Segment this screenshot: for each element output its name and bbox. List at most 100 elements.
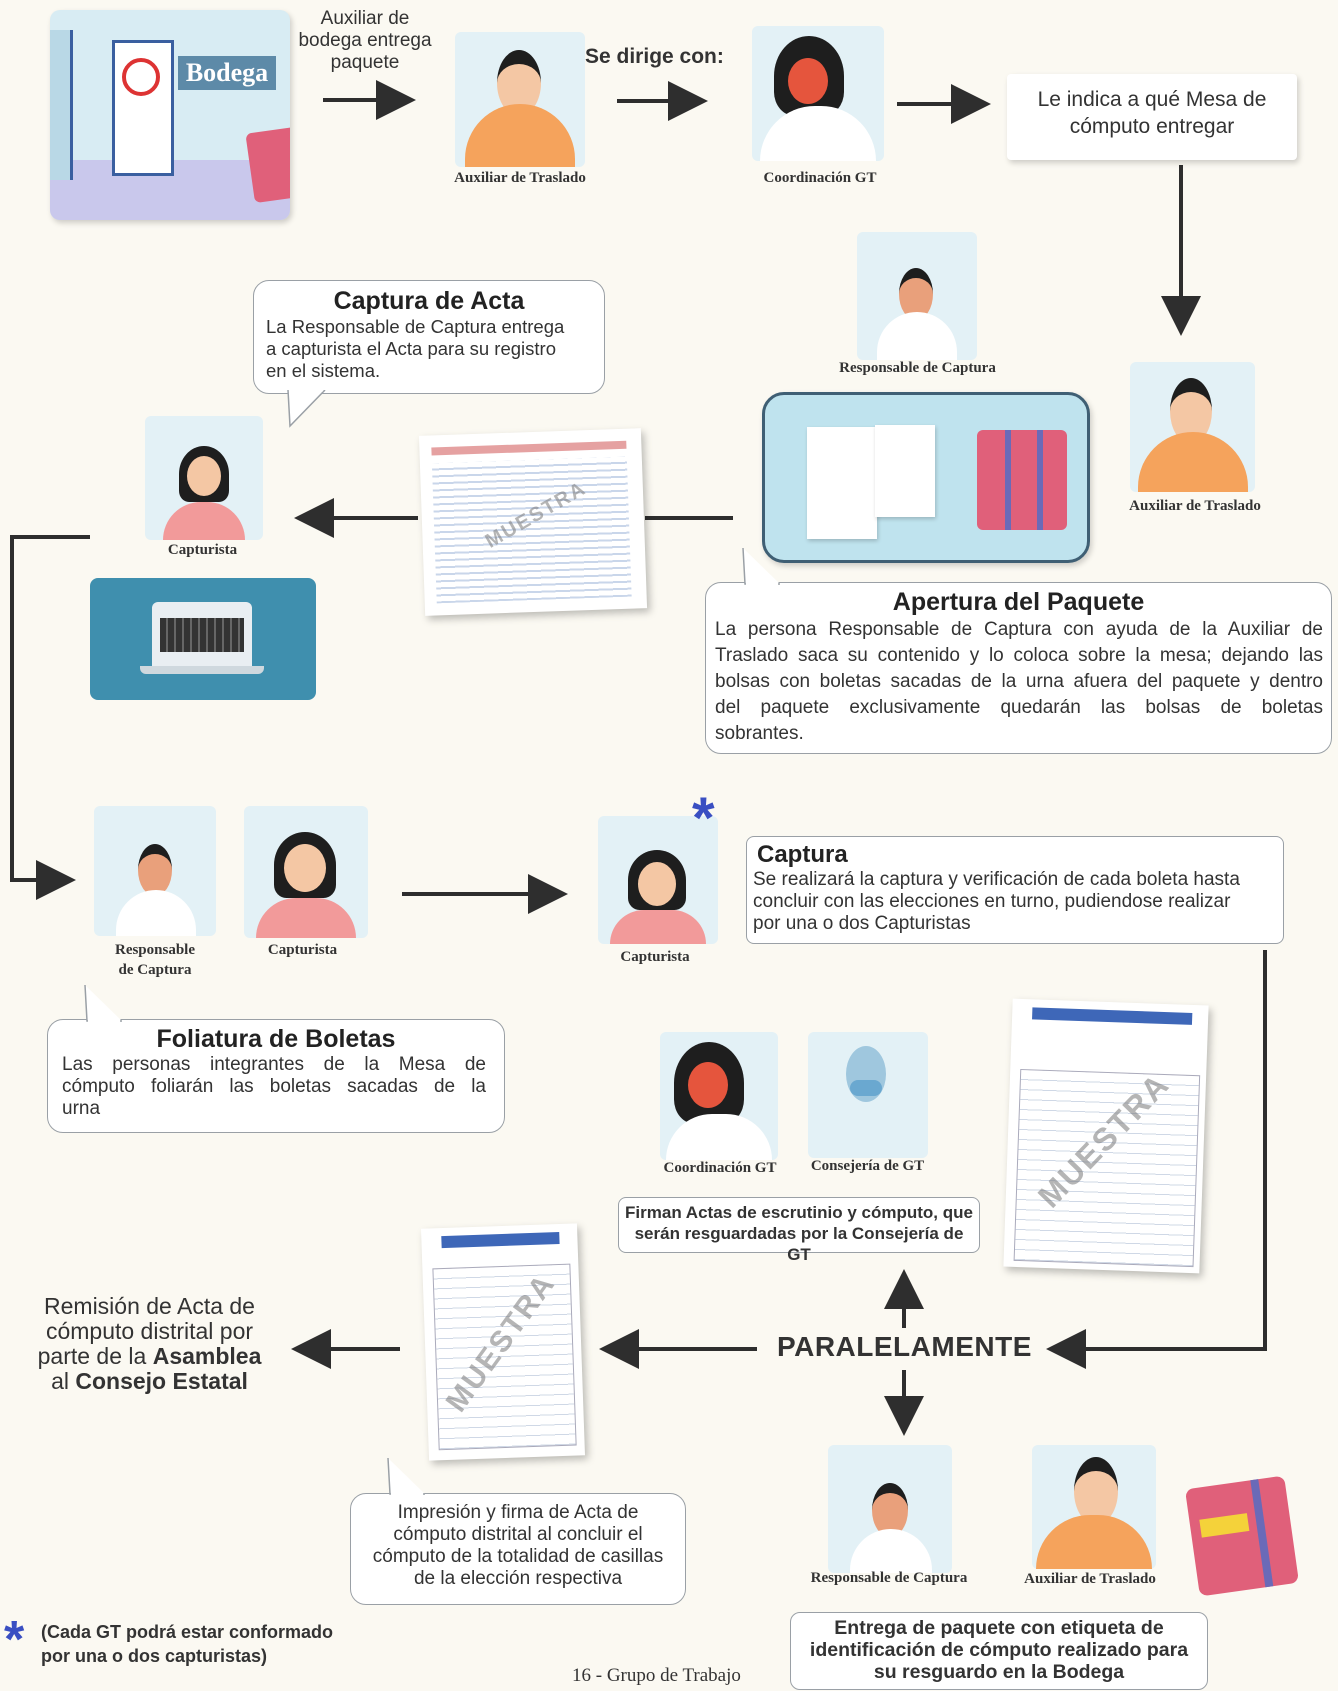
apertura-body: La persona Responsable de Captura con ay… — [715, 619, 1323, 744]
person-head — [284, 844, 326, 892]
person-card-coordinacion-gt-2 — [660, 1032, 778, 1160]
no-entry-icon — [122, 58, 160, 96]
role-label-coordinacion-gt: Coordinación GT — [763, 170, 877, 186]
person-card-auxiliar-traslado — [455, 32, 585, 167]
paquete-contents-box — [762, 392, 1090, 563]
entrega-box: Entrega de paquete con etiqueta de ident… — [790, 1612, 1208, 1690]
bodega-sign: Bodega — [178, 56, 276, 90]
person-card-responsable-captura-3 — [828, 1445, 952, 1573]
role-label-auxiliar-traslado-2: Auxiliar de Traslado — [1129, 498, 1261, 514]
acta-document-image: MUESTRA — [418, 428, 648, 616]
captura-acta-bubble: Captura de Acta La Responsable de Captur… — [253, 280, 605, 394]
person-card-auxiliar-traslado-3 — [1032, 1445, 1156, 1569]
role-label-capturista-3: Capturista — [620, 949, 690, 965]
captura-acta-title: Captura de Acta — [333, 287, 525, 315]
person-shirt — [256, 898, 356, 938]
foliatura-title: Foliatura de Boletas — [156, 1025, 396, 1053]
laptop-base — [140, 666, 264, 674]
doc-header-bar — [1032, 1007, 1193, 1025]
person-shirt — [116, 890, 196, 936]
foliatura-bubble-tail — [84, 985, 122, 1023]
remision-text: Remisión de Acta de cómputo distrital po… — [37, 1293, 262, 1394]
bodega-scene: Bodega — [50, 10, 290, 220]
package-id-label — [1199, 1513, 1250, 1538]
firman-box: Firman Actas de escrutinio y cómputo, qu… — [618, 1197, 980, 1264]
person-shirt — [163, 502, 245, 540]
person-mask — [850, 1080, 882, 1096]
apertura-bubble-tail — [742, 548, 780, 586]
package-bag-labeled-icon — [1184, 1475, 1300, 1597]
bodega-shelf — [50, 30, 73, 180]
step-indica-mesa-text: Le indica a qué Mesa de cómputo entregar — [1037, 88, 1267, 138]
impresion-bubble: Impresión y firma de Acta de cómputo dis… — [350, 1493, 686, 1605]
package-bag-icon — [977, 430, 1067, 530]
role-label-consejeria-gt: Consejería de GT — [810, 1158, 925, 1174]
role-label-capturista-2: Capturista — [267, 942, 338, 958]
arrow-capturista-loop-down — [10, 535, 90, 900]
role-label-coordinacion-gt-2: Coordinación GT — [663, 1160, 777, 1176]
bag-strap — [1250, 1479, 1274, 1588]
role-label-responsable-captura-1: Responsable de Captura — [839, 360, 996, 376]
person-card-capturista-1 — [145, 416, 263, 540]
person-card-auxiliar-traslado-2 — [1130, 362, 1255, 492]
role-label-auxiliar-traslado-3: Auxiliar de Traslado — [1024, 1571, 1156, 1587]
doc-header-bar — [431, 440, 627, 456]
person-shirt — [1138, 432, 1248, 492]
firman-text: Firman Actas de escrutinio y cómputo, qu… — [625, 1203, 973, 1264]
person-head — [187, 456, 221, 496]
bag-strap — [1037, 430, 1043, 530]
foliatura-body: Las personas integrantes de la Mesa de c… — [62, 1054, 486, 1119]
person-card-consejeria-gt — [808, 1032, 928, 1158]
foliatura-bubble: Foliatura de Boletas Las personas integr… — [47, 1019, 505, 1133]
role-label-auxiliar-traslado: Auxiliar de Traslado — [454, 170, 586, 186]
laptop-card — [90, 578, 316, 700]
person-card-capturista-3 — [598, 816, 718, 944]
captura-asterisk-icon: * — [692, 786, 715, 851]
person-card-responsable-captura-1 — [857, 232, 977, 360]
doc-table-lines — [1013, 1068, 1201, 1268]
impresion-text: Impresión y firma de Acta de cómputo dis… — [372, 1502, 664, 1589]
person-head — [872, 1483, 908, 1537]
person-head — [138, 844, 172, 896]
role-label-responsable-captura-3: Responsable de Captura — [810, 1570, 968, 1586]
captura-body: Se realizará la captura y verificación d… — [753, 869, 1240, 934]
person-card-coordinacion-gt — [752, 26, 884, 161]
arrow-captura-to-paralelamente — [1046, 950, 1267, 1369]
step-auxiliar-bodega-label: Auxiliar de bodega entrega paquete — [298, 8, 432, 73]
footnote-asterisk-icon: * — [4, 1611, 25, 1669]
person-shirt — [850, 1529, 932, 1573]
footnote-text: (Cada GT podrá estar conformado por una … — [41, 1622, 334, 1666]
apertura-bubble: Apertura del Paquete La persona Responsa… — [705, 582, 1332, 754]
bag-strap — [1005, 430, 1011, 530]
document-sheet-icon — [875, 425, 935, 517]
acta-distrital-document-image: MUESTRA — [420, 1223, 586, 1461]
doc-header-bar — [441, 1231, 560, 1249]
person-head — [638, 862, 676, 906]
entrega-text: Entrega de paquete con etiqueta de ident… — [809, 1617, 1189, 1683]
person-head — [899, 268, 933, 320]
person-card-capturista-2 — [244, 806, 368, 938]
paralelamente-label: PARALELAMENTE — [777, 1331, 1032, 1362]
role-label-capturista-1: Capturista — [167, 542, 238, 558]
bodega-door — [112, 40, 174, 176]
captura-acta-body: La Responsable de Captura entrega a capt… — [266, 316, 565, 381]
person-shirt — [760, 106, 876, 161]
person-shirt — [877, 312, 957, 360]
person-card-responsable-captura-2 — [94, 806, 216, 936]
person-shirt — [1036, 1515, 1152, 1569]
person-shirt — [666, 1114, 772, 1160]
apertura-title: Apertura del Paquete — [892, 588, 1145, 616]
page-footer: 16 - Grupo de Trabajo — [572, 1665, 741, 1686]
laptop-keyboard — [160, 618, 244, 652]
impresion-bubble-tail — [387, 1458, 425, 1496]
step-indica-mesa-box: Le indica a qué Mesa de cómputo entregar — [1007, 74, 1297, 160]
captura-title: Captura — [757, 841, 848, 868]
role-label-responsable-captura-2: Responsable de Captura — [114, 942, 196, 978]
step-se-dirige-label: Se dirige con: — [585, 45, 724, 68]
person-shirt — [610, 910, 706, 944]
acta-escrutinio-document-image: MUESTRA — [1003, 998, 1209, 1274]
person-head — [688, 1062, 728, 1108]
person-shirt — [465, 104, 575, 167]
captura-acta-bubble-tail — [287, 390, 326, 428]
